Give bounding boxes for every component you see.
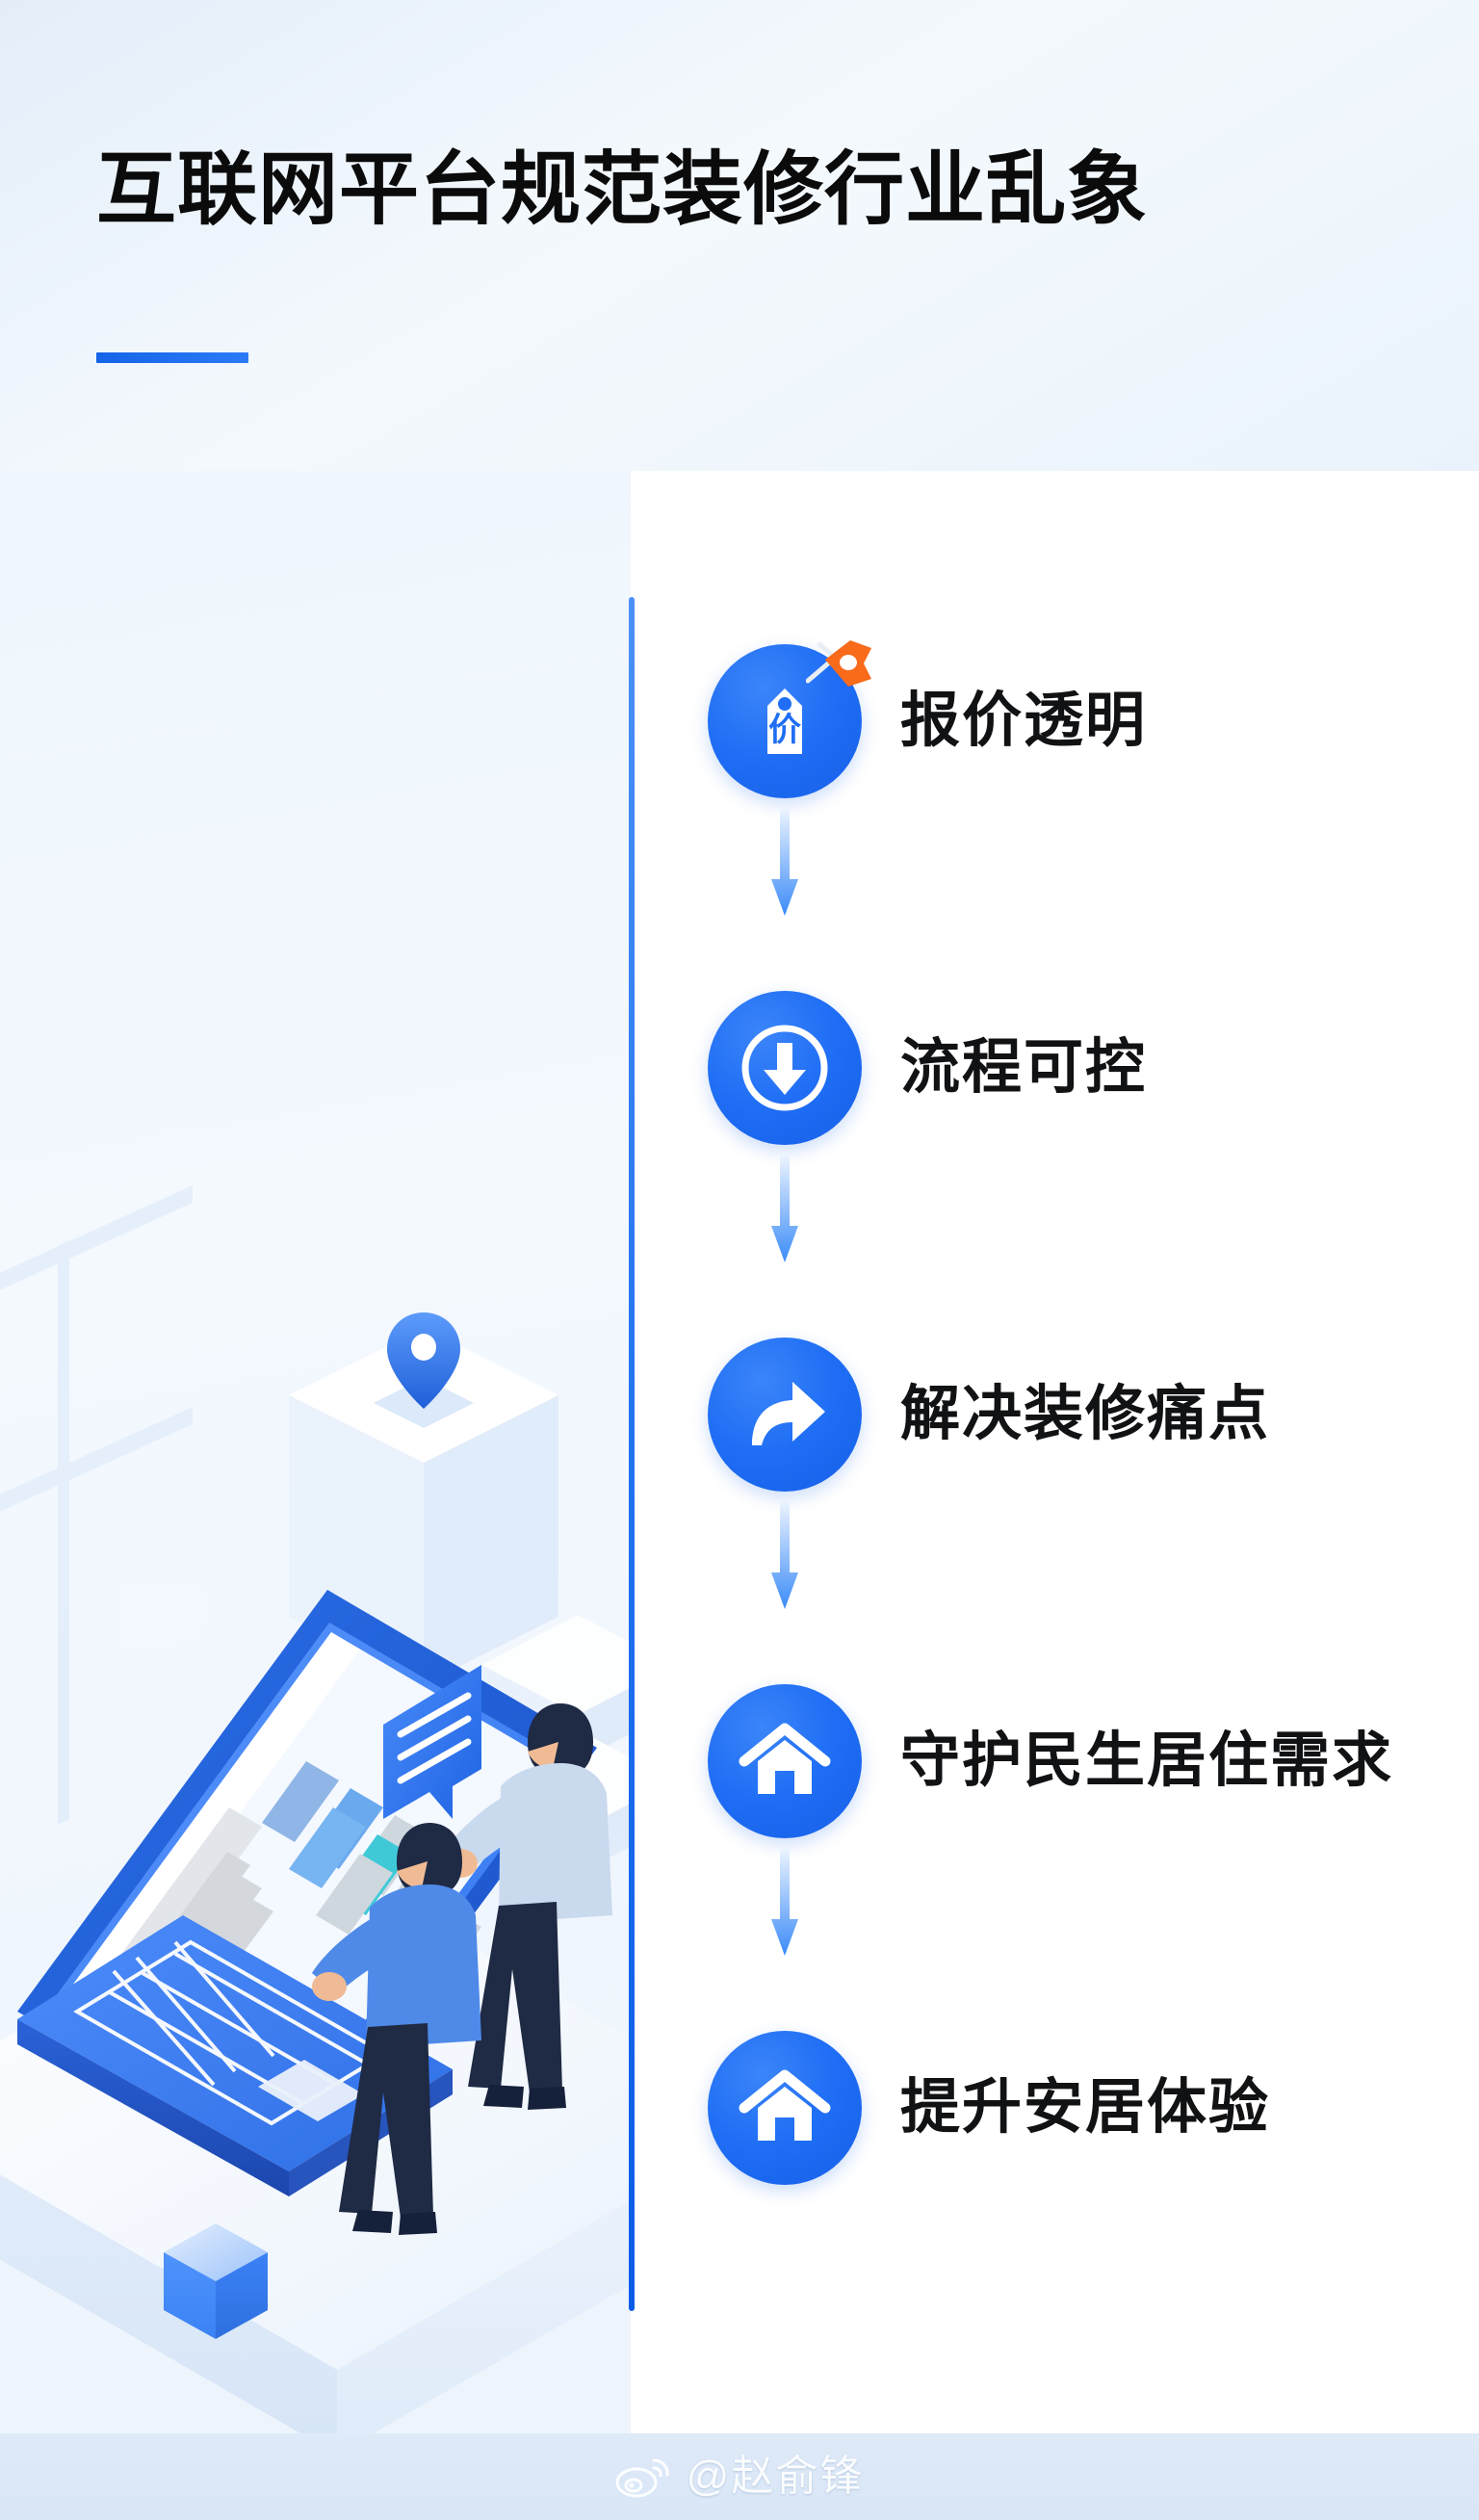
home-icon <box>708 1684 862 1838</box>
watermark-handle: @赵俞锋 <box>686 2453 865 2500</box>
connector-arrow-4 <box>770 1848 799 1961</box>
step-list: 价 报价透明 <box>631 471 1479 2433</box>
title-accent-bar <box>96 352 248 363</box>
panel-divider-line <box>629 597 635 2311</box>
step-item-1[interactable]: 价 报价透明 <box>708 640 1148 798</box>
location-pin-icon <box>387 1312 460 1409</box>
connector-arrow-1 <box>770 808 799 922</box>
step-label-4: 守护民生居住需求 <box>900 1728 1394 1794</box>
step-item-4[interactable]: 守护民生居住需求 <box>708 1684 1393 1838</box>
window-frame <box>0 1145 202 1846</box>
step-label-3: 解决装修痛点 <box>900 1381 1271 1447</box>
step-item-5[interactable]: 提升安居体验 <box>708 2031 1270 2185</box>
step-label-2: 流程可控 <box>900 1034 1148 1101</box>
step-icon-1: 价 <box>708 640 871 798</box>
step-item-3[interactable]: 解决装修痛点 <box>708 1338 1270 1492</box>
person-typing <box>312 1823 481 2235</box>
step-icon-2 <box>708 991 862 1145</box>
footer-band: @赵俞锋 <box>0 2433 1479 2520</box>
blue-cube <box>164 2223 268 2339</box>
weibo-icon <box>615 2458 669 2498</box>
chat-bubble-icon <box>383 1665 481 1819</box>
person-standing <box>443 1703 612 2110</box>
step-icon-5 <box>708 2031 862 2185</box>
header-band: 互联网平台规范装修行业乱象 <box>0 0 1479 471</box>
watermark: @赵俞锋 <box>0 2433 1479 2520</box>
price-tag-icon: 价 <box>708 644 862 798</box>
home-icon <box>708 2031 862 2185</box>
step-icon-4 <box>708 1684 862 1838</box>
svg-text:价: 价 <box>768 712 801 748</box>
illustration-panel <box>0 471 631 2433</box>
share-arrow-icon <box>708 1338 862 1492</box>
connector-arrow-2 <box>770 1155 799 1268</box>
page-title: 互联网平台规范装修行业乱象 <box>96 144 1148 234</box>
step-item-2[interactable]: 流程可控 <box>708 991 1147 1145</box>
download-arrow-icon <box>708 991 862 1145</box>
step-label-1: 报价透明 <box>900 688 1148 754</box>
orange-ribbon-icon <box>805 638 873 692</box>
connector-arrow-3 <box>770 1501 799 1615</box>
step-icon-3 <box>708 1338 862 1492</box>
isometric-illustration <box>0 1145 631 2433</box>
step-label-5: 提升安居体验 <box>900 2074 1271 2141</box>
